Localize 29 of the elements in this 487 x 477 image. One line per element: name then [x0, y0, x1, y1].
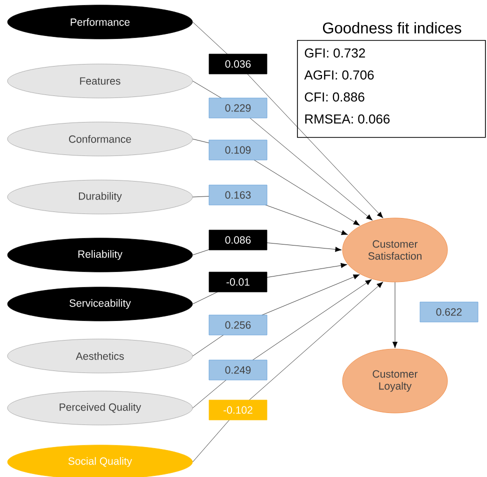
- edge-label: 0.256: [208, 314, 268, 336]
- index-line: GFI: 0.732: [304, 48, 365, 58]
- ellipse-node: Customer Satisfaction: [342, 218, 448, 282]
- ellipse-node: Perceived Quality: [7, 390, 193, 426]
- ellipse-node: Conformance: [7, 122, 193, 156]
- edge-label: 0.109: [208, 140, 268, 160]
- ellipse-node: Durability: [7, 180, 193, 214]
- ellipse-node: Features: [7, 64, 193, 98]
- ellipse-node: Aesthetics: [7, 338, 193, 374]
- ellipse-node: Social Quality: [7, 444, 193, 477]
- edge-label: 0.163: [208, 184, 268, 206]
- edge-label: -0.102: [208, 400, 268, 420]
- edge-label: 0.036: [208, 54, 268, 74]
- index-line: AGFI: 0.706: [304, 70, 374, 80]
- ellipse-node: Serviceability: [7, 286, 193, 322]
- ellipse-node: Performance: [7, 4, 193, 40]
- index-line: CFI: 0.886: [304, 92, 364, 102]
- edge-label: 0.086: [208, 230, 268, 250]
- index-line: RMSEA: 0.066: [305, 114, 390, 124]
- ellipse-node: Customer Loyalty: [342, 348, 448, 414]
- arrow: [392, 282, 398, 348]
- box-heading: Goodness fit indices: [323, 22, 462, 34]
- arrow: [192, 282, 384, 462]
- edge-label: 0.249: [208, 360, 268, 380]
- edge-label: 0.622: [420, 302, 478, 322]
- arrow: [192, 22, 384, 218]
- edge-label: 0.229: [208, 98, 268, 118]
- ellipse-node: Reliability: [7, 238, 193, 272]
- edge-label: -0.01: [208, 272, 268, 292]
